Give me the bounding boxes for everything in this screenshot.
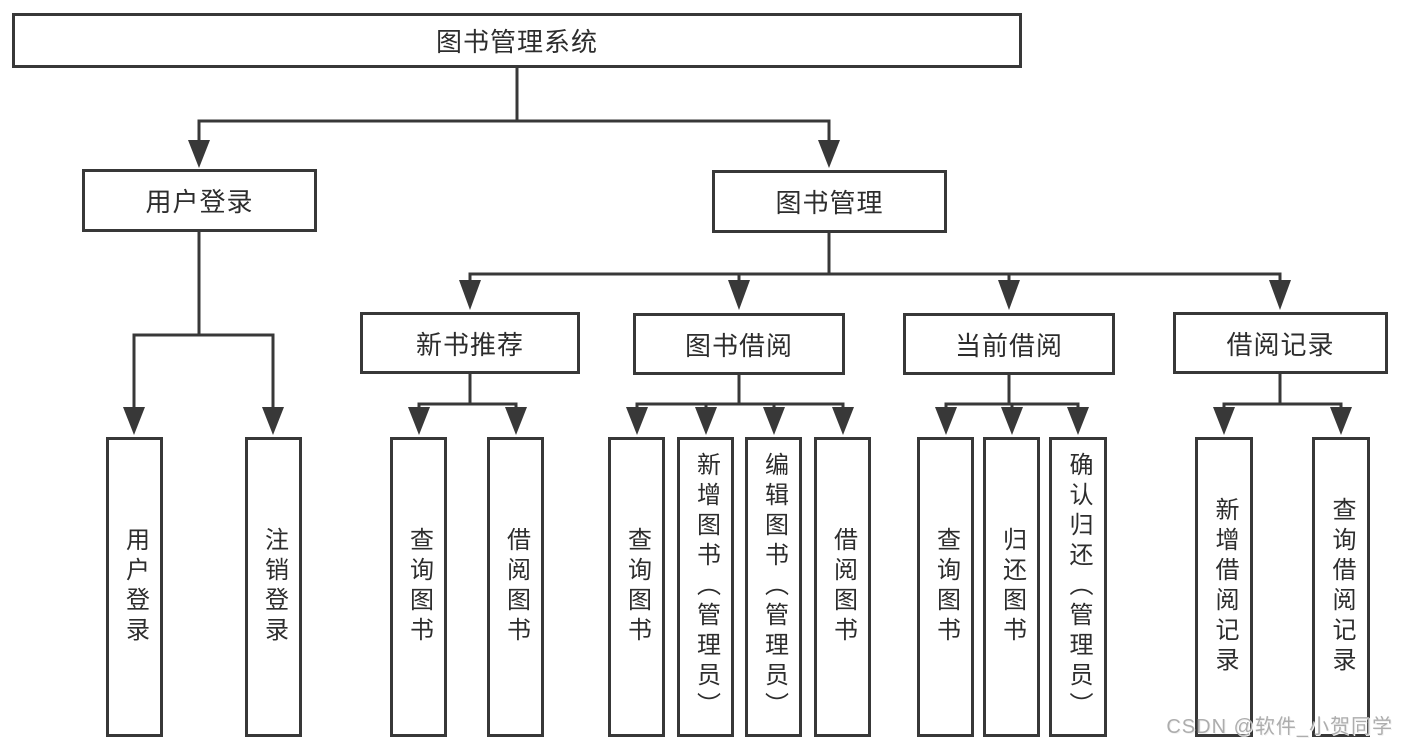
leaf-nb-query-books: 查询图书 — [390, 437, 447, 737]
arrowhead-nb-query — [408, 407, 430, 435]
connector-root-to-level2 — [197, 68, 831, 144]
node-book-borrowing: 图书借阅 — [633, 313, 845, 375]
node-current-borrowing-label: 当前借阅 — [954, 330, 1063, 361]
leaf-bb-query-books: 查询图书 — [608, 437, 665, 737]
node-new-book-recommend: 新书推荐 — [360, 312, 580, 374]
connector-borrow-records-children — [1222, 374, 1343, 410]
arrowhead-cb-query — [935, 407, 957, 435]
leaf-user-login: 用户登录 — [106, 437, 163, 737]
leaf-bb-query-books-label: 查询图书 — [623, 527, 651, 647]
arrowhead-bb-query — [626, 407, 648, 435]
arrowhead-current-borrow — [998, 280, 1020, 310]
arrowhead-logout — [262, 407, 284, 435]
leaf-br-query-record: 查询借阅记录 — [1312, 437, 1370, 737]
node-library-system-label: 图书管理系统 — [435, 27, 598, 57]
leaf-bb-edit-books-admin: 编辑图书（管理员） — [745, 437, 802, 737]
leaf-cb-query-books: 查询图书 — [917, 437, 974, 737]
leaf-cb-query-books-label: 查询图书 — [932, 527, 960, 647]
node-borrowing-records: 借阅记录 — [1173, 312, 1388, 374]
arrowhead-book-management — [818, 140, 840, 168]
leaf-nb-query-books-label: 查询图书 — [405, 527, 433, 647]
connector-user-login-children — [132, 232, 275, 410]
leaf-nb-borrow-books-label: 借阅图书 — [502, 527, 530, 647]
node-library-system: 图书管理系统 — [12, 13, 1022, 68]
arrowhead-nb-borrow — [505, 407, 527, 435]
arrowhead-user-login-leaf — [123, 407, 145, 435]
leaf-cb-return-books-label: 归还图书 — [998, 527, 1026, 647]
node-user-login-label: 用户登录 — [145, 187, 254, 217]
node-book-management: 图书管理 — [712, 170, 947, 233]
node-current-borrowing: 当前借阅 — [903, 313, 1115, 375]
node-book-management-label: 图书管理 — [775, 188, 884, 218]
connector-new-books-children — [417, 374, 518, 410]
node-user-login: 用户登录 — [82, 169, 317, 232]
arrowhead-br-add — [1213, 407, 1235, 435]
leaf-cb-confirm-return-admin: 确认归还（管理员） — [1049, 437, 1107, 737]
arrowhead-cb-confirm — [1067, 407, 1089, 435]
node-new-book-recommend-label: 新书推荐 — [415, 329, 524, 360]
arrowhead-bb-add — [695, 407, 717, 435]
node-borrowing-records-label: 借阅记录 — [1226, 329, 1335, 360]
arrowhead-bb-borrow — [832, 407, 854, 435]
arrowhead-new-books — [459, 280, 481, 310]
arrowhead-user-login — [188, 140, 210, 168]
leaf-nb-borrow-books: 借阅图书 — [487, 437, 544, 737]
leaf-bb-add-books-admin-label: 新增图书（管理员） — [692, 452, 720, 722]
leaf-bb-add-books-admin: 新增图书（管理员） — [677, 437, 734, 737]
leaf-bb-edit-books-admin-label: 编辑图书（管理员） — [760, 452, 788, 722]
leaf-cb-confirm-return-admin-label: 确认归还（管理员） — [1065, 452, 1092, 722]
connector-book-management-children — [468, 233, 1282, 284]
watermark-text: CSDN @软件_小贺同学 — [1166, 716, 1393, 738]
connector-book-borrow-children — [635, 375, 845, 410]
leaf-logout-label: 注销登录 — [260, 527, 288, 647]
leaf-bb-borrow-books: 借阅图书 — [814, 437, 871, 737]
leaf-user-login-label: 用户登录 — [121, 527, 149, 647]
arrowhead-book-borrow — [728, 280, 750, 310]
arrowhead-cb-return — [1001, 407, 1023, 435]
leaf-cb-return-books: 归还图书 — [983, 437, 1040, 737]
node-book-borrowing-label: 图书借阅 — [684, 330, 793, 361]
arrowhead-bb-edit — [763, 407, 785, 435]
leaf-br-add-record-label: 新增借阅记录 — [1211, 497, 1238, 677]
leaf-bb-borrow-books-label: 借阅图书 — [829, 527, 857, 647]
arrowhead-borrow-records — [1269, 280, 1291, 310]
leaf-logout: 注销登录 — [245, 437, 302, 737]
leaf-br-query-record-label: 查询借阅记录 — [1328, 497, 1355, 677]
connector-current-borrow-children — [944, 375, 1080, 410]
leaf-br-add-record: 新增借阅记录 — [1195, 437, 1253, 737]
arrowhead-br-query — [1330, 407, 1352, 435]
